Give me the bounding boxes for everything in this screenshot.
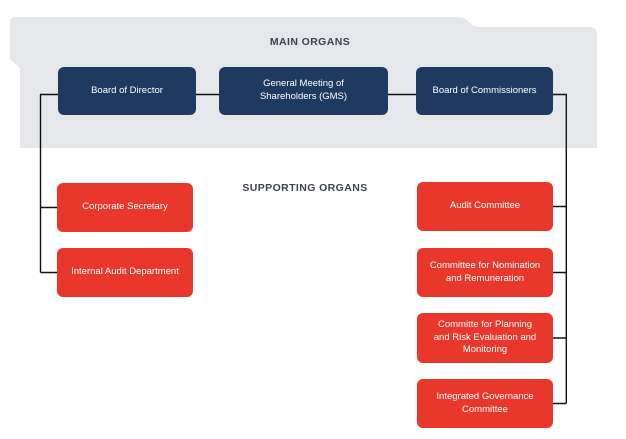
node-label: Audit Committee: [449, 200, 521, 212]
node-internal-audit-department: Internal Audit Department: [57, 248, 193, 297]
node-integrated-governance-committee: Integrated Governance Committee: [417, 379, 553, 428]
node-label: Committe for Planning and Risk Evaluatio…: [433, 318, 537, 356]
node-committe-for-planning-and-risk-evaluation-and-monitoring: Committe for Planning and Risk Evaluatio…: [417, 313, 553, 363]
node-label: Board of Commissioners: [432, 84, 537, 96]
main-organs-header: MAIN ORGANS: [269, 36, 351, 48]
node-label: Integrated Governance Committee: [436, 390, 534, 415]
connector-lines: [39, 93, 567, 405]
node-label: Internal Audit Department: [71, 266, 179, 278]
supporting-organs-header: SUPPORTING ORGANS: [242, 182, 368, 194]
node-board-of-director: Board of Director: [58, 67, 196, 115]
node-audit-committee: Audit Committee: [417, 182, 553, 231]
node-label: Corporate Secretary: [82, 201, 168, 213]
node-general-meeting-of-shareholders: General Meeting of Shareholders (GMS): [219, 67, 388, 115]
node-corporate-secretary: Corporate Secretary: [57, 183, 193, 232]
node-board-of-commissioners: Board of Commissioners: [416, 67, 553, 115]
node-label: General Meeting of Shareholders (GMS): [259, 78, 348, 102]
node-label: Board of Director: [91, 84, 163, 96]
node-label: Committee for Nomination and Remuneratio…: [429, 259, 541, 284]
node-committee-for-nomination-and-remuneration: Committee for Nomination and Remuneratio…: [417, 248, 553, 297]
